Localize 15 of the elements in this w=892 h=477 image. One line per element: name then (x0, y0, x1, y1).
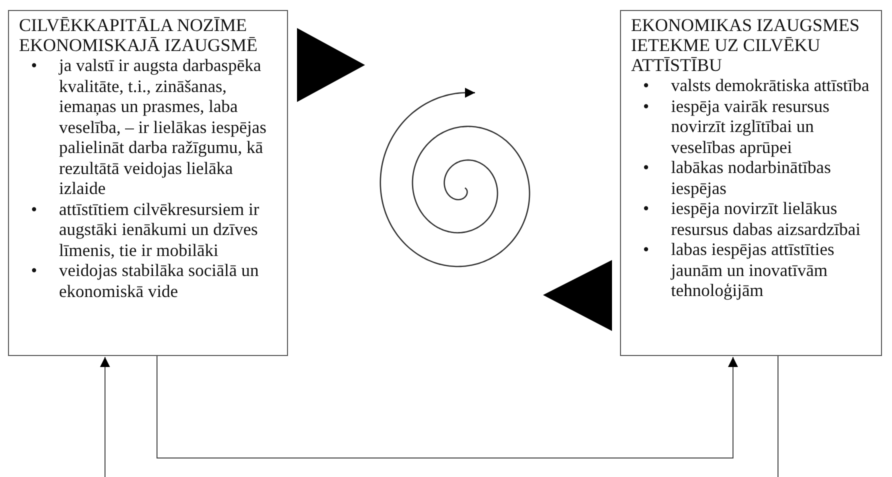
bullet: • (643, 75, 650, 96)
bullet: • (31, 55, 38, 76)
bullet: • (643, 198, 650, 218)
bullet: • (31, 198, 38, 219)
connector-arrow (100, 356, 110, 477)
bullet: • (643, 157, 650, 178)
bullet-text: valsts demokrātiska attīstība (671, 75, 870, 95)
bullet-text: labas iespējas attīstīties jaunām un inovatīvām tehnoloģijām (671, 239, 834, 300)
bullet-text: veidojas stabilāka sociālā un ekonomiskā vide (59, 260, 259, 300)
text-box (620, 10, 882, 356)
connector-arrow (156, 356, 738, 458)
bullet: • (643, 96, 650, 116)
bullet: • (643, 239, 650, 260)
bullet: • (31, 260, 38, 280)
text-box (8, 10, 288, 356)
